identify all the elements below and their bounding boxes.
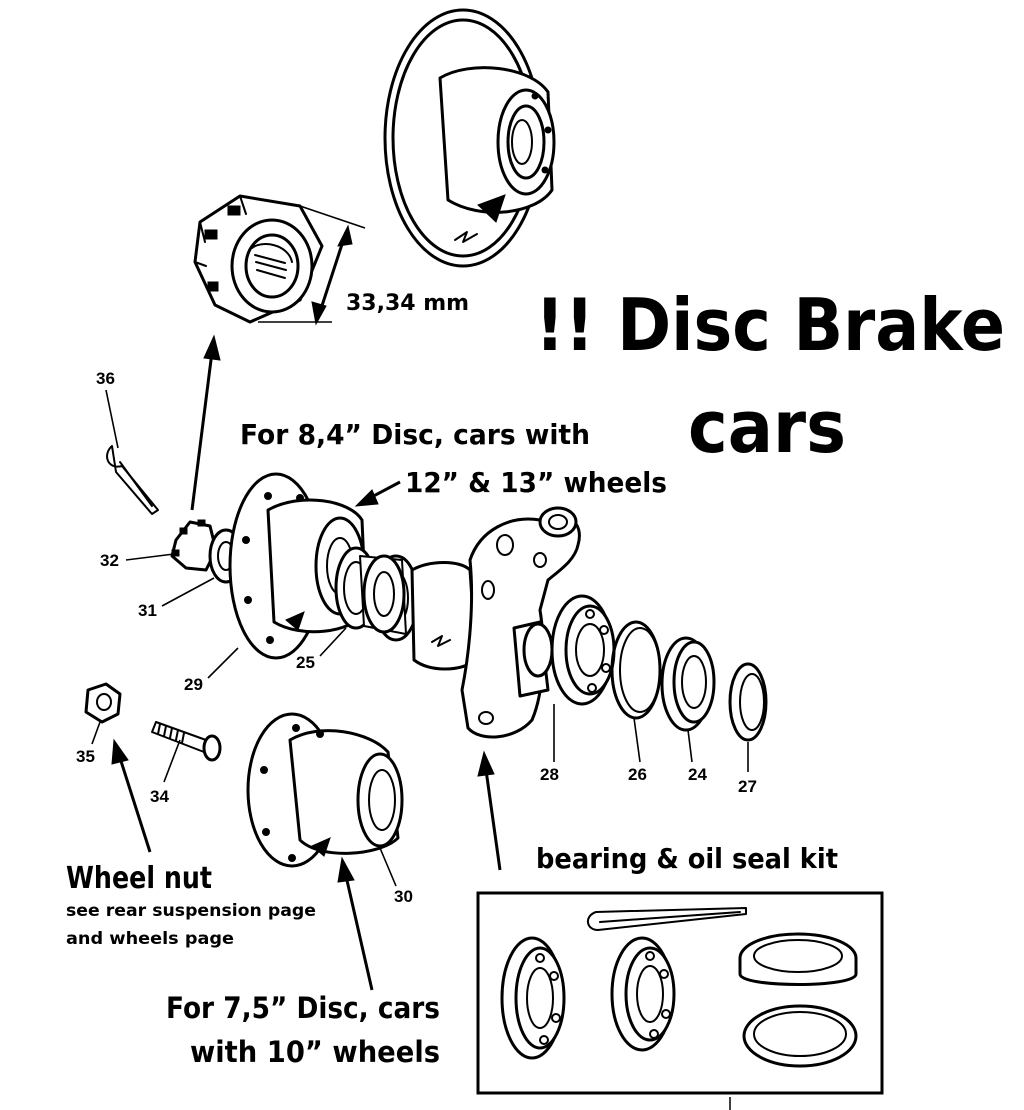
part-number-26: 26 [628, 765, 647, 784]
part-number-34: 34 [150, 787, 169, 806]
page-title-line2: cars [688, 385, 846, 469]
note-disc-84-line1: For 8,4” Disc, cars with [240, 418, 590, 451]
brake-disc-icon [383, 8, 556, 268]
wheel-stud-icon [151, 721, 222, 762]
wheel-nut-icon [84, 682, 122, 724]
arrow-to-enlarged-nut [190, 334, 221, 511]
circlip-icon [610, 620, 662, 720]
part-number-28: 28 [540, 765, 559, 784]
part-number-36: 36 [96, 369, 115, 388]
split-pin-icon [106, 445, 159, 515]
dimension-label: 33,34 mm [346, 291, 469, 316]
inner-bearing-icon [334, 546, 420, 642]
note-wheel-nut-title: Wheel nut [66, 861, 212, 896]
note-wheel-nut-sub2: and wheels page [66, 929, 234, 949]
oil-seal-icon [660, 636, 716, 732]
stub-axle-swivel-hub-icon [410, 506, 581, 739]
arrow-disc-75 [337, 856, 374, 991]
arrow-kit-to-hub [477, 750, 502, 871]
part-number-30: 30 [394, 887, 413, 906]
note-disc-75-line2: with 10” wheels [190, 1035, 440, 1069]
castellated-hub-nut-icon [193, 194, 324, 324]
small-hub-flange-icon [246, 712, 404, 868]
outer-bearing-icon [550, 594, 616, 706]
part-number-31: 31 [138, 601, 157, 620]
kit-split-pin-icon [587, 907, 747, 931]
page-title-line1: !! Disc Brake [535, 283, 1005, 367]
note-kit-title: bearing & oil seal kit [536, 842, 838, 875]
kit-bearing-1-icon [500, 936, 566, 1060]
part-number-24: 24 [688, 765, 707, 784]
arrow-wheel-nut [111, 738, 152, 853]
part-number-35: 35 [76, 747, 95, 766]
part-number-29: 29 [184, 675, 203, 694]
kit-seal-ring-icon [742, 1004, 858, 1068]
arrow-disc-84 [354, 480, 401, 507]
seal-ring-icon [728, 662, 768, 742]
kit-oil-seal-icon [738, 932, 858, 986]
dimension-arrow [258, 205, 366, 326]
part-number-32: 32 [100, 551, 119, 570]
note-wheel-nut-sub1: see rear suspension page [66, 901, 316, 921]
part-number-27: 27 [738, 777, 757, 796]
note-disc-75-line1: For 7,5” Disc, cars [166, 991, 440, 1025]
part-number-25: 25 [296, 653, 315, 672]
note-disc-84-line2: 12” & 13” wheels [405, 466, 667, 499]
kit-bearing-2-icon [610, 936, 676, 1052]
